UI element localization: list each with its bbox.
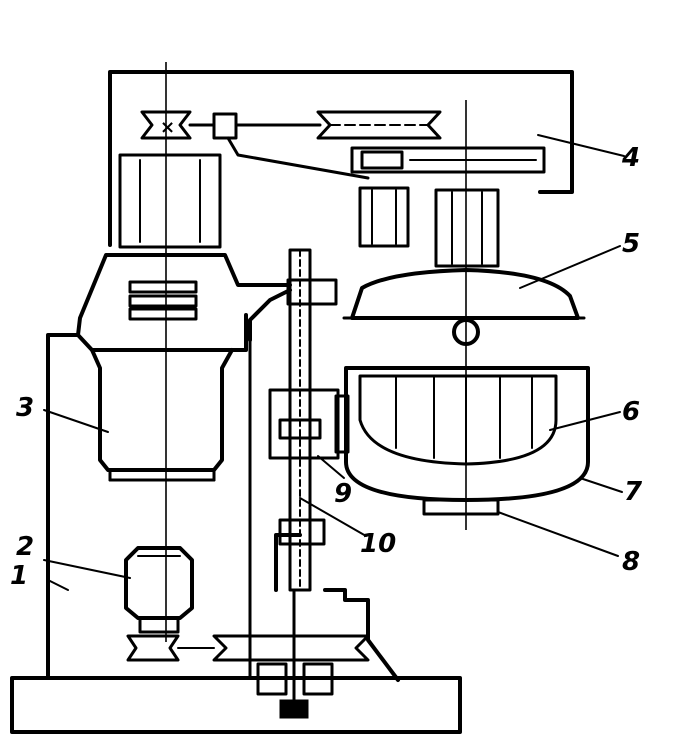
label-1: 1 [10, 561, 28, 591]
lower-motor [124, 546, 370, 662]
gearbox-head [76, 253, 292, 352]
label-5: 5 [622, 229, 640, 259]
top-housing: × [108, 70, 574, 268]
main-motor [90, 348, 234, 482]
bowl-assembly [344, 366, 590, 516]
label-9: 9 [334, 479, 352, 509]
cover [342, 268, 586, 346]
frame-column [46, 288, 400, 682]
label-3: 3 [16, 393, 34, 423]
label-10: 10 [360, 529, 396, 559]
label-7: 7 [624, 477, 643, 507]
label-2: 2 [16, 532, 34, 562]
leader-lines [43, 134, 625, 591]
label-6: 6 [622, 397, 640, 427]
center-axes [165, 62, 467, 642]
base-plate [10, 676, 462, 734]
callout-labels: 1 2 3 4 5 6 7 8 9 10 [10, 143, 643, 591]
label-4: 4 [621, 143, 640, 173]
svg-text:×: × [160, 117, 175, 138]
label-8: 8 [622, 547, 640, 577]
